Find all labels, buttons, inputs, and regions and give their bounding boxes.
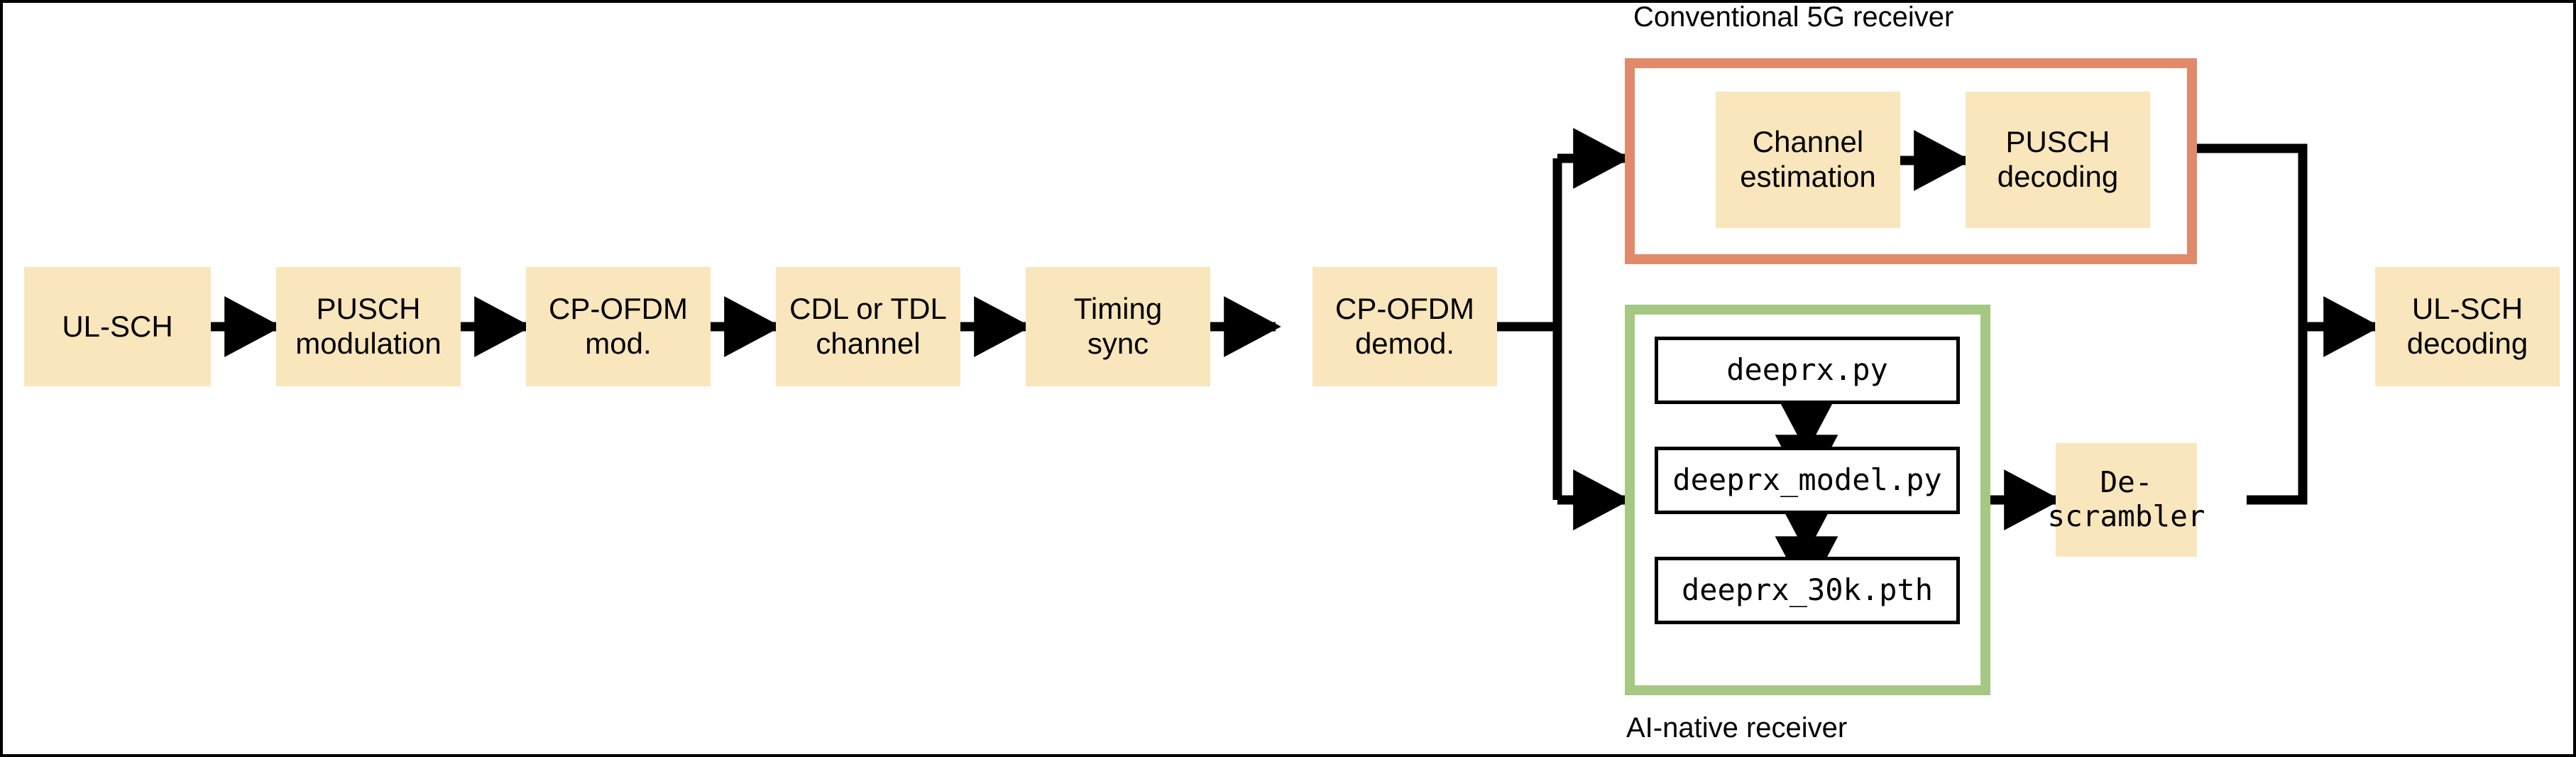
block-cp-ofdm-mod-line1: CP-OFDM — [549, 292, 688, 326]
block-cdl-tdl-channel[interactable]: CDL or TDL channel — [776, 267, 960, 386]
file-box-deeprx-py-label: deeprx.py — [1726, 352, 1888, 388]
block-pusch-modulation-line1: PUSCH — [316, 292, 421, 326]
block-cp-ofdm-mod-line2: mod. — [585, 327, 652, 360]
block-ul-sch-decoding[interactable]: UL-SCH decoding — [2375, 267, 2560, 386]
block-de-scrambler-line2: scrambler — [2047, 499, 2205, 533]
block-pusch-modulation[interactable]: PUSCH modulation — [276, 267, 461, 386]
block-ul-sch-decoding-line1: UL-SCH — [2411, 292, 2523, 326]
file-box-deeprx-py[interactable]: deeprx.py — [1655, 337, 1960, 404]
block-de-scrambler[interactable]: De- scrambler — [2047, 443, 2205, 557]
block-ul-sch-label: UL-SCH — [62, 309, 173, 343]
block-ul-sch[interactable]: UL-SCH — [24, 267, 211, 386]
split-trunk — [1497, 158, 1562, 500]
block-cp-ofdm-demod-line1: CP-OFDM — [1335, 292, 1474, 326]
block-cdl-tdl-channel-line1: CDL or TDL — [789, 292, 947, 326]
ai-native-receiver-group — [1625, 305, 1990, 695]
block-pusch-decoding-line1: PUSCH — [2005, 125, 2110, 159]
block-timing-sync-line1: Timing — [1073, 292, 1163, 326]
block-pusch-decoding[interactable]: PUSCH decoding — [1966, 92, 2150, 228]
block-timing-sync-line2: sync — [1087, 327, 1149, 360]
block-channel-estimation-line2: estimation — [1740, 160, 1876, 193]
file-box-deeprx-30k-pth[interactable]: deeprx_30k.pth — [1655, 557, 1960, 624]
block-cp-ofdm-demod[interactable]: CP-OFDM demod. — [1312, 267, 1497, 386]
block-cp-ofdm-mod[interactable]: CP-OFDM mod. — [526, 267, 711, 386]
ai-native-receiver-label: AI-native receiver — [1626, 712, 1848, 744]
block-de-scrambler-line1: De- — [2100, 465, 2153, 500]
block-cp-ofdm-demod-line2: demod. — [1354, 327, 1455, 360]
file-box-deeprx-model-py-label: deeprx_model.py — [1672, 462, 1942, 498]
block-cdl-tdl-channel-line2: channel — [816, 327, 921, 360]
block-pusch-modulation-line2: modulation — [295, 327, 442, 360]
conventional-receiver-label: Conventional 5G receiver — [1633, 1, 1954, 33]
block-ul-sch-decoding-line2: decoding — [2406, 327, 2528, 360]
file-box-deeprx-30k-pth-label: deeprx_30k.pth — [1681, 572, 1933, 608]
block-channel-estimation-line1: Channel — [1752, 125, 1864, 159]
merge-trunk — [2197, 143, 2308, 505]
block-pusch-decoding-line2: decoding — [1997, 160, 2119, 193]
file-box-deeprx-model-py[interactable]: deeprx_model.py — [1655, 447, 1960, 514]
split-branch-arrows — [1557, 128, 1630, 530]
block-timing-sync[interactable]: Timing sync — [1026, 267, 1210, 386]
conventional-receiver-group — [1625, 58, 2197, 264]
block-channel-estimation[interactable]: Channel estimation — [1716, 92, 1900, 228]
